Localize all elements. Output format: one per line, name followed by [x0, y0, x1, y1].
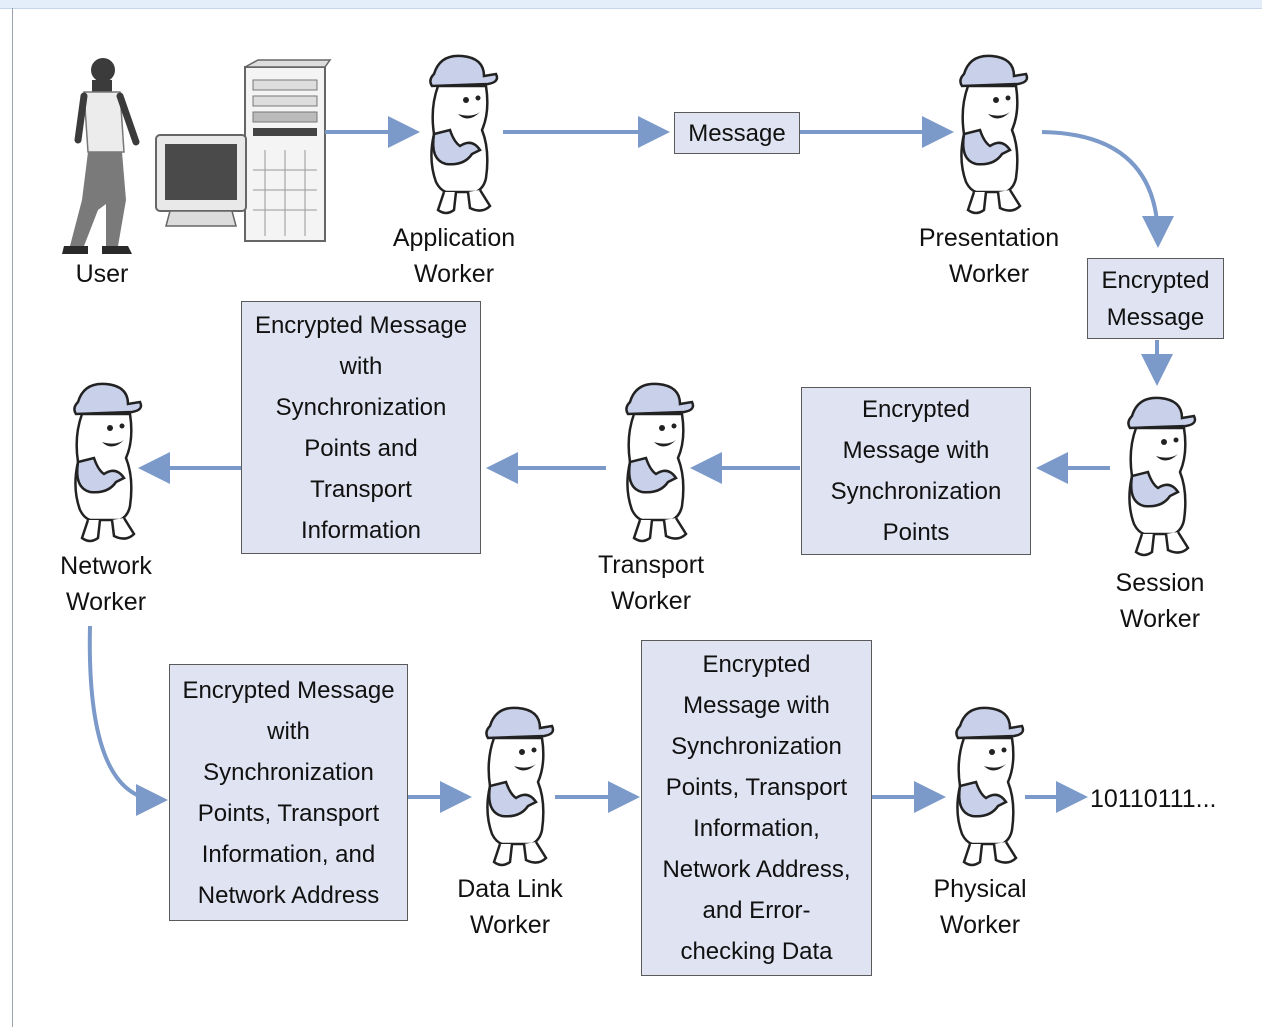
- transport-worker-label: Transport Worker: [597, 551, 705, 615]
- binary-output: 10110111...: [1090, 785, 1217, 813]
- message-box: Message: [674, 112, 800, 154]
- transport-worker-icon: [625, 382, 695, 543]
- window-left-border: [12, 8, 13, 1027]
- session-worker-label: Session Worker: [1115, 569, 1205, 633]
- network-worker-icon: [73, 382, 143, 543]
- computer-icon: [155, 59, 332, 242]
- user-figure: [62, 58, 140, 254]
- transport-info-box: Encrypted Message with Synchronization P…: [241, 301, 481, 554]
- physical-worker-label: Physical Worker: [933, 875, 1027, 939]
- network-worker-label: Network Worker: [60, 552, 152, 616]
- application-worker-icon: [429, 54, 499, 215]
- arrow-presentation-to-encrypted: [1041, 130, 1174, 248]
- datalink-worker-label: Data Link Worker: [457, 875, 563, 939]
- physical-worker-icon: [955, 706, 1025, 867]
- presentation-worker-label: Presentation Worker: [918, 224, 1060, 288]
- presentation-worker-icon: [959, 54, 1029, 215]
- sync-points-box: Encrypted Message with Synchronization P…: [801, 387, 1031, 555]
- user-label: User: [75, 260, 129, 288]
- application-worker-label: Application Worker: [392, 224, 516, 288]
- encrypted-message-box: Encrypted Message: [1087, 258, 1224, 339]
- network-address-box: Encrypted Message with Synchronization P…: [169, 664, 408, 921]
- window-top-bar: [0, 0, 1262, 9]
- datalink-worker-icon: [485, 706, 555, 867]
- error-checking-box: Encrypted Message with Synchronization P…: [641, 640, 872, 976]
- arrow-network-to-network-box: [87, 625, 168, 816]
- session-worker-icon: [1127, 396, 1197, 557]
